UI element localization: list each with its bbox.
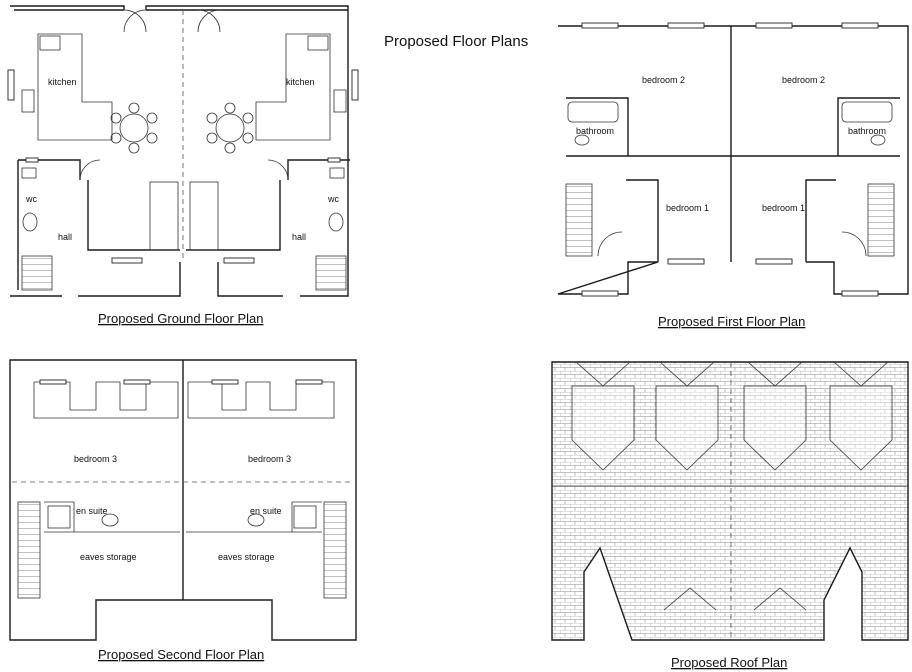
- first-floor-plan: [557, 22, 909, 297]
- ground-hall-left-label: hall: [58, 232, 72, 242]
- first-bedroom-2-left-label: bedroom 2: [642, 75, 685, 85]
- ground-kitchen-left-label: kitchen: [48, 77, 77, 87]
- second-en-suite-right-label: en suite: [250, 506, 282, 516]
- roof-plan: [551, 361, 909, 641]
- roof-plan-title: Proposed Roof Plan: [671, 655, 787, 670]
- second-bedroom-3-left-label: bedroom 3: [74, 454, 117, 464]
- ground-hall-right-label: hall: [292, 232, 306, 242]
- first-floor-plan-title: Proposed First Floor Plan: [658, 314, 805, 329]
- second-eaves-storage-left-label: eaves storage: [80, 552, 137, 562]
- first-bedroom-1-right-label: bedroom 1: [762, 203, 805, 213]
- second-bedroom-3-right-label: bedroom 3: [248, 454, 291, 464]
- second-eaves-storage-right-label: eaves storage: [218, 552, 275, 562]
- ground-wc-left-label: wc: [25, 194, 37, 204]
- ground-kitchen-right-label: kitchen: [286, 77, 315, 87]
- second-floor-plan: [9, 359, 357, 641]
- ground-wc-right-label: wc: [327, 194, 339, 204]
- first-bedroom-2-right-label: bedroom 2: [782, 75, 825, 85]
- first-bathroom-left-label: bathroom: [576, 126, 614, 136]
- second-floor-plan-title: Proposed Second Floor Plan: [98, 647, 264, 662]
- sheet-title: Proposed Floor Plans: [384, 33, 528, 50]
- ground-floor-plan: [7, 5, 359, 297]
- first-bathroom-right-label: bathroom: [848, 126, 886, 136]
- second-en-suite-left-label: en suite: [76, 506, 108, 516]
- ground-floor-plan-title: Proposed Ground Floor Plan: [98, 311, 263, 326]
- first-bedroom-1-left-label: bedroom 1: [666, 203, 709, 213]
